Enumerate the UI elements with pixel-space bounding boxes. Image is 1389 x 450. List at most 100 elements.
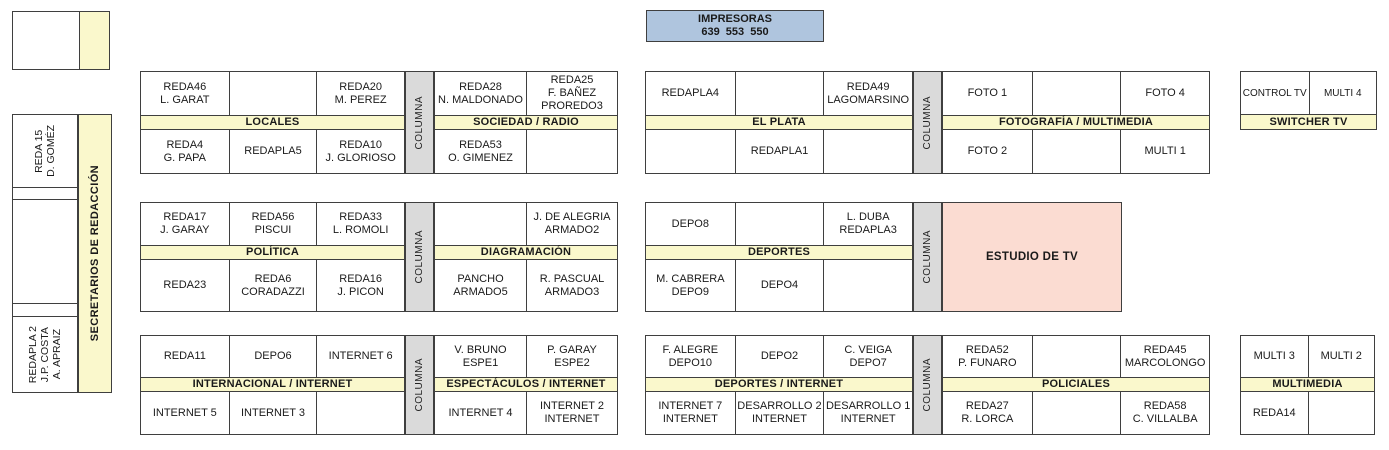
section-label-band: FOTOGRAFÍA / MULTIMEDIA bbox=[943, 115, 1209, 130]
desk-cell: P. GARAY ESPE2 bbox=[526, 336, 617, 377]
desk-cell: REDA6 CORADAZZI bbox=[228, 260, 317, 311]
section-internacional-internet: REDA11 DEPO6 INTERNET 6 INTERNACIONAL / … bbox=[140, 335, 405, 435]
desk-cell: REDA56 PISCUI bbox=[228, 203, 317, 245]
desk-cell: DEPO8 bbox=[671, 217, 709, 230]
desk-cell: DESARROLLO 1 INTERNET bbox=[823, 392, 912, 434]
section-el-plata: REDAPLA4 REDA49 LAGOMARSINO EL PLATA RED… bbox=[645, 71, 913, 174]
section-label-band: SOCIEDAD / RADIO bbox=[435, 115, 617, 130]
columna-pillar: COLUMNA bbox=[405, 335, 434, 435]
desk-cell: REDAPLA5 bbox=[228, 130, 317, 173]
columna-label: COLUMNA bbox=[414, 230, 425, 284]
sidebar-separator bbox=[13, 188, 77, 200]
section-label-band: POLÍTICA bbox=[141, 245, 404, 260]
corner-box bbox=[12, 11, 110, 70]
desk-cell: REDA46 L. GARAT bbox=[160, 80, 210, 106]
desk-cell: INTERNET 7 INTERNET bbox=[658, 400, 723, 425]
columna-label: COLUMNA bbox=[922, 358, 933, 412]
desk-cell: INTERNET 3 bbox=[228, 392, 317, 434]
tv-studio-label: ESTUDIO DE TV bbox=[985, 251, 1079, 263]
desk-cell bbox=[1307, 392, 1375, 434]
section-label-band: DEPORTES bbox=[646, 245, 912, 260]
desk-cell bbox=[823, 130, 912, 173]
desk-cell: MULTI 3 bbox=[1253, 350, 1295, 362]
desk-reda15-gomez-label: REDA 15 D. GOMÉZ bbox=[33, 125, 57, 177]
desk-cell bbox=[228, 72, 317, 115]
desk-cell: DEPO4 bbox=[734, 260, 824, 311]
section-locales: REDA46 L. GARAT REDA20 M. PEREZ LOCALES … bbox=[140, 71, 405, 174]
desk-redapla2-costa-apraiz: REDAPLA 2 J.P. COSTA A. APRAIZ bbox=[13, 317, 77, 392]
desk-cell: DESARROLLO 2 INTERNET bbox=[734, 392, 824, 434]
desk-cell bbox=[526, 130, 617, 173]
tv-studio-area: ESTUDIO DE TV bbox=[942, 202, 1122, 312]
desk-cell: L. DUBA REDAPLA3 bbox=[823, 203, 912, 245]
section-sociedad-radio: REDA28 N. MALDONADO REDA25 F. BAÑEZ PROR… bbox=[434, 71, 618, 174]
columna-pillar: COLUMNA bbox=[405, 202, 434, 312]
corner-box-yellow-cell bbox=[79, 12, 109, 69]
desk-cell: REDA52 P. FUNARO bbox=[958, 343, 1017, 369]
section-multimedia: MULTI 3 MULTI 2 MULTIMEDIA REDA14 bbox=[1240, 335, 1375, 435]
desk-cell: C. VEIGA DEPO7 bbox=[823, 336, 912, 377]
desk-cell: REDA14 bbox=[1252, 406, 1296, 419]
desk-cell: REDA23 bbox=[163, 279, 207, 291]
desk-cell: REDAPLA4 bbox=[661, 87, 720, 99]
section-diagramacion: J. DE ALEGRIA ARMADO2 DIAGRAMACIÓN PANCH… bbox=[434, 202, 618, 312]
secretarios-strip: SECRETARIOS DE REDACCIÓN bbox=[78, 114, 112, 393]
columna-label: COLUMNA bbox=[922, 95, 933, 150]
printers-title: IMPRESORAS bbox=[698, 13, 772, 25]
desk-cell: MULTI 2 bbox=[1307, 336, 1375, 377]
desk-cell: CONTROL TV bbox=[1242, 87, 1307, 99]
desk-cell: F. ALEGRE DEPO10 bbox=[662, 343, 719, 369]
section-espectaculos-internet: V. BRUNO ESPE1 P. GARAY ESPE2 ESPECTÁCUL… bbox=[434, 335, 618, 435]
section-label-band: SWITCHER TV bbox=[1241, 114, 1376, 129]
columna-pillar: COLUMNA bbox=[913, 335, 942, 435]
desk-cell bbox=[734, 72, 824, 115]
columna-label: COLUMNA bbox=[922, 230, 933, 284]
section-label-band: INTERNACIONAL / INTERNET bbox=[141, 377, 404, 392]
desk-redapla2-costa-apraiz-label: REDAPLA 2 J.P. COSTA A. APRAIZ bbox=[27, 325, 63, 384]
section-policiales: REDA52 P. FUNARO REDA45 MARCOLONGO POLIC… bbox=[942, 335, 1210, 435]
printers-box: IMPRESORAS 639 553 550 bbox=[646, 10, 824, 42]
desk-cell bbox=[734, 203, 824, 245]
desk-cell: REDA28 N. MALDONADO bbox=[438, 80, 523, 106]
desk-cell: REDA49 LAGOMARSINO bbox=[823, 72, 912, 115]
desk-cell: FOTO 2 bbox=[967, 145, 1008, 157]
desk-cell: REDA45 MARCOLONGO bbox=[1120, 336, 1209, 377]
desk-cell: REDA33 L. ROMOLI bbox=[316, 203, 404, 245]
columna-label: COLUMNA bbox=[414, 95, 425, 150]
section-politica: REDA17 J. GARAY REDA56 PISCUI REDA33 L. … bbox=[140, 202, 405, 312]
section-label-band: EL PLATA bbox=[646, 115, 912, 130]
desk-cell: M. CABRERA DEPO9 bbox=[656, 272, 725, 298]
section-label-band: ESPECTÁCULOS / INTERNET bbox=[435, 377, 617, 392]
section-label-band: POLICIALES bbox=[943, 377, 1209, 392]
section-label-band: DEPORTES / INTERNET bbox=[646, 377, 912, 392]
section-deportes: DEPO8 L. DUBA REDAPLA3 DEPORTES M. CABRE… bbox=[645, 202, 913, 312]
desk-cell: INTERNET 5 bbox=[152, 406, 217, 419]
desk-cell bbox=[1031, 130, 1121, 173]
section-deportes-internet: F. ALEGRE DEPO10 DEPO2 C. VEIGA DEPO7 DE… bbox=[645, 335, 913, 435]
columna-pillar: COLUMNA bbox=[405, 71, 434, 174]
sidebar-empty-desk bbox=[13, 200, 77, 304]
desk-cell bbox=[1031, 72, 1121, 115]
desk-cell: INTERNET 6 bbox=[316, 336, 404, 377]
corner-box-white-cell bbox=[13, 12, 79, 69]
desk-reda15-gomez: REDA 15 D. GOMÉZ bbox=[13, 115, 77, 188]
desk-cell: REDA25 F. BAÑEZ PROREDO3 bbox=[526, 72, 617, 115]
desk-cell: REDA16 J. PICON bbox=[316, 260, 404, 311]
desk-cell: REDA17 J. GARAY bbox=[160, 211, 210, 236]
desk-cell: DEPO2 bbox=[734, 336, 824, 377]
desk-cell bbox=[1031, 392, 1121, 434]
desk-cell bbox=[1031, 336, 1121, 377]
desk-cell: DEPO6 bbox=[228, 336, 317, 377]
desk-cell: MULTI 4 bbox=[1308, 72, 1377, 114]
section-label-band: LOCALES bbox=[141, 115, 404, 130]
sidebar-separator bbox=[13, 304, 77, 317]
desk-cell bbox=[646, 130, 735, 173]
desk-cell: J. DE ALEGRIA ARMADO2 bbox=[526, 203, 617, 245]
section-label-band: DIAGRAMACIÓN bbox=[435, 245, 617, 260]
desk-cell: REDAPLA1 bbox=[734, 130, 824, 173]
desk-cell: INTERNET 4 bbox=[448, 406, 513, 419]
desk-cell: REDA58 C. VILLALBA bbox=[1120, 392, 1209, 434]
desk-cell: REDA11 bbox=[163, 350, 206, 362]
desk-cell bbox=[435, 203, 526, 245]
